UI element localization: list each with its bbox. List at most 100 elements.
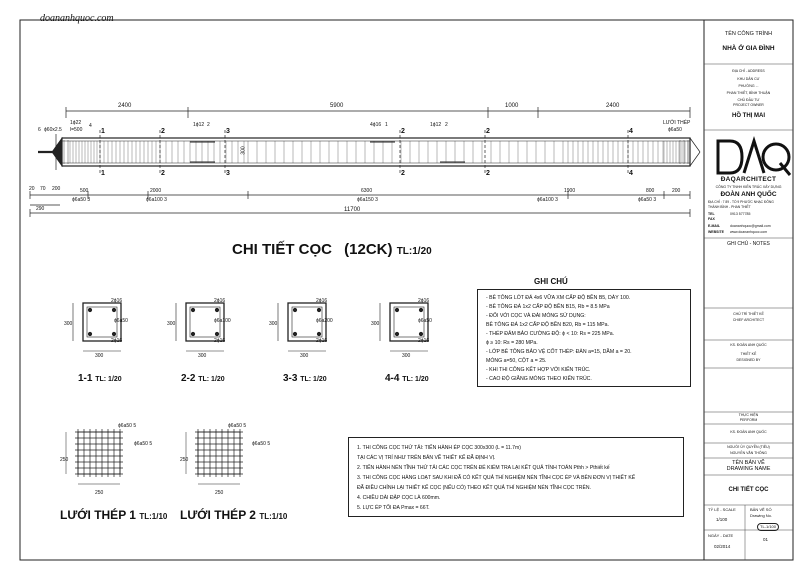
- section3-top: 2ϕ16: [316, 298, 328, 304]
- head-bar-label: 1ϕ22: [70, 120, 82, 126]
- section4-top: 2ϕ16: [418, 298, 430, 304]
- mesh1-height: 250: [60, 457, 69, 463]
- section1-top: 2ϕ16: [111, 298, 123, 304]
- mesh2-spec2: ϕ6a50 5: [252, 441, 271, 447]
- section4-height: 300: [371, 321, 380, 327]
- stirrup-label-5: ϕ6a50 3: [638, 197, 657, 203]
- dim-top-1: 2400: [118, 103, 132, 109]
- mesh1-spec1: ϕ6a50 5: [118, 423, 137, 429]
- drafter-label-en: PERFORM: [739, 418, 758, 422]
- website-value: www.doananhquoc.com: [730, 230, 768, 234]
- notes-line: BÊ TÔNG ĐÁ 1x2 CẤP ĐỘ BỀN B20, Rb = 115 …: [486, 322, 609, 328]
- watermark: doananhquoc.com: [40, 13, 114, 24]
- section2-mid: ϕ6a100: [214, 318, 231, 324]
- drawing-name: CHI TIẾT CỌC: [728, 487, 769, 493]
- bottom-dim-2: 2000: [150, 188, 162, 194]
- rebar-a-label: 1ϕ12: [193, 122, 205, 128]
- notes-line: - BÊ TÔNG LÓT ĐÁ 4x6 VỮA XM CẤP ĐỘ BỀN B…: [486, 295, 631, 301]
- notes2-line: 5. LỰC ÉP TỐI ĐA Pmax = 66T.: [357, 505, 430, 511]
- notes-line: MÓNG a=50, CỘT a = 25.: [486, 358, 547, 364]
- sheet-number: 01: [763, 537, 769, 542]
- stirrup-label-1: ϕ6a50 3: [72, 197, 91, 203]
- section4-bot: 2ϕ16: [418, 338, 430, 344]
- drafter-name: KS. ĐOÀN ANH QUỐC: [730, 430, 767, 434]
- tb-notes-label: GHI CHÚ - NOTES: [727, 241, 770, 247]
- date-value: 02/2014: [714, 544, 731, 549]
- section-mark-top-5: 2: [486, 128, 490, 135]
- section-mark-top-4: 2: [401, 128, 405, 135]
- mesh2-width: 250: [215, 490, 224, 496]
- rebar-c-mark: 2: [445, 122, 448, 128]
- sheet-frame: [19, 19, 794, 561]
- dim-top-4: 2400: [606, 103, 620, 109]
- tel-value: 0913 577785: [730, 212, 751, 216]
- section-mark-top-2: 2: [161, 128, 165, 135]
- checker-label: NGƯỜI ỦY QUYỀN (TIÊU): [727, 445, 770, 449]
- section1-mid: ϕ6a50: [114, 318, 128, 324]
- notes2-box: 1. THI CÔNG CỌC THỬ TẢI: TIẾN HÀNH ÉP CỌ…: [348, 437, 684, 517]
- section2-bot: 2ϕ16: [214, 338, 226, 344]
- mesh2-title: LƯỚI THÉP 2 TL:1/10: [180, 508, 288, 522]
- rebar-b-label: 4ϕ16: [370, 122, 382, 128]
- rebar-a-mark: 2: [207, 122, 210, 128]
- left-plate-label: ϕ60x2.5: [44, 127, 62, 133]
- section3-height: 300: [269, 321, 278, 327]
- notes2-line: 2. TIẾN HÀNH NÉN TĨNH THỬ TẢI CÁC CỌC TR…: [357, 465, 610, 471]
- notes2-line: 1. THI CÔNG CỌC THỬ TẢI: TIẾN HÀNH ÉP CỌ…: [357, 445, 521, 451]
- section4-mid: ϕ6a50: [418, 318, 432, 324]
- total-length-dim: 11700: [344, 207, 361, 213]
- mesh1-title: LƯỚI THÉP 1 TL:1/10: [60, 508, 168, 522]
- chief-label-en: CHIEF ARCHITECT: [732, 318, 765, 322]
- mesh1-spec2: ϕ6a50 5: [134, 441, 153, 447]
- designer-label: THIẾT KẾ: [740, 352, 757, 356]
- address-line-2: PHƯỜNG ...: [738, 84, 759, 88]
- stirrup-label-2: ϕ6a100 3: [146, 197, 167, 203]
- head-mark: 4: [89, 123, 92, 129]
- section-mark-top-1: 1: [101, 128, 105, 135]
- company-name-en: ĐAQARCHITECT: [720, 176, 777, 183]
- dim-top-2: 5900: [330, 103, 344, 109]
- owner-label-en: PROJECT OWNER: [733, 103, 764, 107]
- designer-name: KS. ĐOÀN ANH QUỐC: [730, 343, 767, 347]
- bottom-left-dim: 290: [36, 206, 45, 212]
- cross-sections: [72, 302, 429, 352]
- section-mark-bot-5: 2: [486, 170, 490, 177]
- notes2-line: TẠI CÁC VỊ TRÍ NHƯ TRÊN BẢN VẼ THIẾT KẾ …: [357, 455, 496, 461]
- drafter-label: THỰC HIỆN: [738, 413, 759, 417]
- address-line-3: PHAN THIẾT, BÌNH THUẬN: [726, 91, 771, 95]
- address-line-1: KHU DÂN CƯ: [737, 77, 760, 81]
- bottom-dim-4: 1900: [564, 188, 576, 194]
- email-label: E-MAIL: [708, 224, 721, 228]
- section1-title: 1-1 TL: 1/20: [78, 373, 122, 384]
- project-name: NHÀ Ở GIA ĐÌNH: [722, 45, 775, 52]
- notes-line: ϕ ≥ 10: Rs = 280 MPa.: [486, 340, 538, 346]
- dim-top-3: 1000: [505, 103, 519, 109]
- head-len-label: l=500: [70, 127, 83, 133]
- company-logo: [716, 135, 792, 176]
- pile-height-dim: 300: [240, 146, 247, 155]
- notes-line: - KHI THI CÔNG KẾT HỢP VỚI KIẾN TRÚC.: [486, 367, 591, 373]
- scale-value: 1/100: [716, 517, 728, 522]
- notes-line: - LỚP BÊ TÔNG BẢO VỆ CỐT THÉP: ĐÀN a=15,…: [486, 349, 632, 355]
- website-label: WEBSITE: [708, 230, 724, 234]
- section1-width: 300: [95, 353, 104, 359]
- project-label: TÊN CÔNG TRÌNH: [724, 31, 773, 37]
- notes-line: - CAO ĐỘ GIẰNG MÓNG THEO KIẾN TRÚC.: [486, 376, 592, 382]
- section2-title: 2-2 TL: 1/20: [181, 373, 225, 384]
- bottom-dim-6: 200: [672, 188, 681, 194]
- owner-label: CHỦ ĐẦU TƯ: [737, 98, 760, 102]
- stirrup-lines: [69, 141, 689, 163]
- notes-line: - ĐỐI VỚI CỌC VÀ ĐÀI MÓNG SỬ DỤNG:: [486, 313, 586, 319]
- checker-name: NGUYỄN VĂN THÔNG: [730, 451, 767, 455]
- left-dim-3: 200: [52, 186, 61, 192]
- chief-label: CHỦ TRÌ THIẾT KẾ: [733, 312, 764, 316]
- mesh-callout-label: LƯỚI THÉP: [663, 120, 691, 126]
- notes2-line: ĐÃ ĐIỀU CHỈNH LẠI THIẾT KẾ CỌC (NẾU CÓ) …: [357, 485, 591, 491]
- left-plate-mark: 6: [38, 127, 41, 133]
- mesh-callout-spec: ϕ6a50: [668, 127, 682, 133]
- section-mark-top-6: 4: [629, 128, 633, 135]
- mesh2-height: 250: [180, 457, 189, 463]
- section3-bot: 2ϕ16: [316, 338, 328, 344]
- section1-height: 300: [64, 321, 73, 327]
